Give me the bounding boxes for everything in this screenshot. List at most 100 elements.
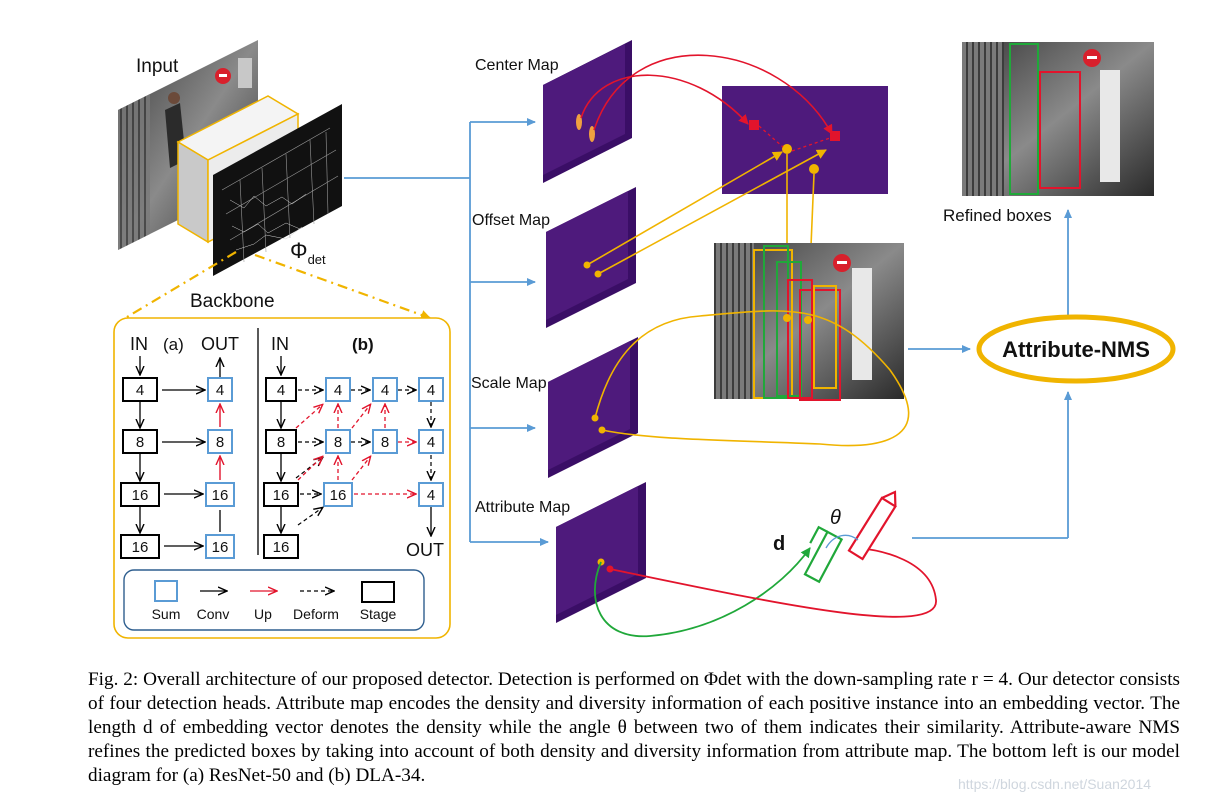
attribute-embedding: d θ (593, 490, 937, 638)
attribute-nms-label: Attribute-NMS (1002, 337, 1150, 362)
refined-boxes-label: Refined boxes (943, 206, 1052, 225)
svg-text:4: 4 (427, 487, 435, 504)
panel-a-in-label: IN (130, 334, 148, 354)
theta-label: θ (830, 507, 841, 529)
zoom-line-right (254, 253, 431, 320)
refined-image: Refined boxes (943, 42, 1154, 225)
panel-b-stage-8: 8 (265, 429, 297, 454)
green-embedding-bar (803, 525, 844, 584)
panel-a: IN (a) OUT 4 8 16 16 4 8 16 16 (120, 334, 239, 559)
panel-b-sum-4a: 4 (325, 377, 351, 402)
svg-text:4: 4 (216, 382, 224, 399)
attribute-nms-node: Attribute-NMS (976, 314, 1176, 384)
panel-a-stage-16b: 16 (120, 534, 160, 559)
red-embedding-bar (847, 490, 897, 561)
legend-sum: Sum (152, 580, 181, 622)
center-curve-1 (580, 74, 749, 125)
panel-b-sum-8a: 8 (325, 429, 351, 454)
panel-b-in-label: IN (271, 334, 289, 354)
svg-text:4: 4 (427, 382, 435, 399)
panel-a-stage-16a: 16 (120, 482, 160, 507)
legend-deform: Deform (293, 591, 339, 622)
svg-text:4: 4 (381, 382, 389, 399)
svg-text:Sum: Sum (152, 606, 181, 622)
zoom-line-left (121, 251, 237, 321)
center-map: Center Map (475, 40, 632, 183)
svg-text:8: 8 (277, 434, 285, 451)
svg-text:16: 16 (132, 539, 149, 556)
theta-arc (825, 534, 859, 549)
panel-a-stage-8: 8 (122, 429, 158, 454)
legend-up: Up (250, 591, 276, 622)
center-peak-2 (589, 126, 595, 142)
svg-text:16: 16 (273, 487, 290, 504)
legend-conv: Conv (197, 591, 230, 622)
head-connector (344, 118, 549, 546)
svg-text:8: 8 (381, 434, 389, 451)
detection-image (714, 243, 904, 401)
panel-a-sum-16a: 16 (205, 482, 235, 507)
panel-a-out-label: OUT (201, 334, 239, 354)
red-vector-curve (609, 547, 937, 618)
offset-arrow-1 (586, 151, 783, 266)
attribute-map-label: Attribute Map (475, 499, 570, 516)
svg-text:Deform: Deform (293, 606, 339, 622)
svg-text:Up: Up (254, 606, 272, 622)
panel-a-sum-8: 8 (207, 429, 233, 454)
phi-label: Φdet (290, 238, 326, 267)
watermark: https://blog.csdn.net/Suan2014 (958, 776, 1152, 792)
svg-text:Stage: Stage (360, 606, 397, 622)
d-label: d (773, 533, 785, 555)
svg-text:16: 16 (212, 487, 229, 504)
center-peak-1 (576, 114, 582, 130)
offset-map-label: Offset Map (472, 212, 550, 229)
svg-text:4: 4 (427, 434, 435, 451)
scale-map-label: Scale Map (471, 375, 547, 392)
panel-b-stage-16a: 16 (263, 482, 299, 507)
legend-stage: Stage (360, 581, 397, 622)
svg-text:8: 8 (334, 434, 342, 451)
panel-b-out-4c: 4 (418, 482, 444, 507)
svg-text:8: 8 (216, 434, 224, 451)
backbone-label: Backbone (190, 291, 275, 312)
panel-b-sum-16: 16 (323, 482, 353, 507)
figure-caption: Fig. 2: Overall architecture of our prop… (88, 669, 1180, 786)
scale-loop (594, 310, 910, 447)
svg-text:16: 16 (330, 487, 347, 504)
panel-a-sum-4: 4 (207, 377, 233, 402)
svg-text:16: 16 (212, 539, 229, 556)
panel-a-stage-4: 4 (122, 377, 158, 402)
panel-b-stage-4: 4 (265, 377, 297, 402)
scale-map: Scale Map (471, 337, 638, 478)
svg-text:4: 4 (136, 382, 144, 399)
panel-b-out-4b: 4 (418, 429, 444, 454)
decoded-center-map (722, 86, 888, 194)
legend: Sum Conv Up Deform Stage (123, 569, 425, 631)
svg-text:Conv: Conv (197, 606, 230, 622)
panel-b-sum-4b: 4 (372, 377, 398, 402)
center-curve-2 (593, 54, 833, 135)
green-vector-curve (593, 547, 811, 638)
panel-b-tag: (b) (352, 335, 374, 354)
svg-text:16: 16 (132, 487, 149, 504)
panel-a-sum-16b: 16 (205, 534, 235, 559)
input-label: Input (136, 56, 179, 77)
phi-det-feature-map (213, 104, 342, 276)
svg-text:4: 4 (334, 382, 342, 399)
panel-b-stage-16b: 16 (263, 534, 299, 559)
attribute-map: Attribute Map (475, 482, 646, 623)
panel-b-out-label: OUT (406, 540, 444, 560)
panel-b-out-4a: 4 (418, 377, 444, 402)
backbone-detail-panel: IN (a) OUT 4 8 16 16 4 8 16 16 I (113, 317, 451, 639)
panel-b-sum-8b: 8 (372, 429, 398, 454)
svg-text:16: 16 (273, 539, 290, 556)
input-stack: Input Φdet Backbone (118, 40, 342, 312)
offset-arrow-2 (597, 149, 827, 275)
offset-map: Offset Map (472, 187, 636, 328)
svg-text:8: 8 (136, 434, 144, 451)
svg-text:4: 4 (277, 382, 285, 399)
panel-b: IN (b) 4 8 16 16 4 8 16 4 8 4 4 4 OUT (263, 334, 444, 560)
center-map-label: Center Map (475, 57, 559, 74)
nms-connectors (908, 209, 1072, 539)
panel-a-tag: (a) (163, 335, 184, 354)
